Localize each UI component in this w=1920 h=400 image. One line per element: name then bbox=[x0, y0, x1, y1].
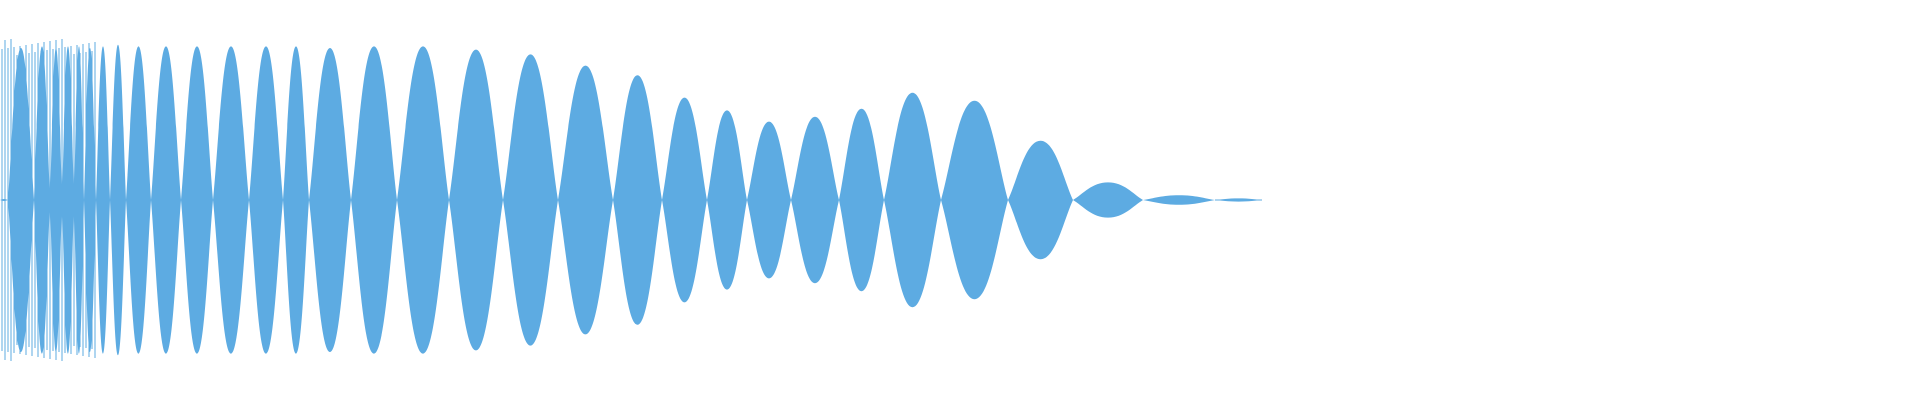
waveform-lobe bbox=[707, 110, 747, 290]
waveform-lobe bbox=[558, 65, 613, 335]
waveform-lobe bbox=[283, 46, 309, 354]
waveform-lobe bbox=[662, 97, 707, 303]
waveform-lobe bbox=[1073, 182, 1143, 218]
waveform-lobe bbox=[34, 46, 50, 354]
waveform-lobe bbox=[839, 108, 884, 292]
waveform-lobe bbox=[1143, 195, 1215, 205]
waveform-lobe bbox=[249, 46, 283, 354]
waveform-lobe bbox=[397, 46, 449, 354]
waveform-lobe bbox=[84, 48, 96, 352]
waveform-lobe bbox=[8, 48, 34, 352]
waveform-lobe bbox=[503, 54, 558, 346]
waveform-lobe bbox=[96, 46, 110, 354]
waveform-lobe bbox=[126, 46, 151, 354]
waveform-lobe bbox=[151, 46, 181, 354]
waveform-lobe bbox=[309, 48, 351, 352]
waveform-lobe bbox=[747, 121, 791, 279]
waveform-lobe bbox=[1008, 140, 1073, 260]
waveform-lobe bbox=[181, 46, 213, 354]
waveform-lobe bbox=[613, 75, 662, 325]
waveform-lobe bbox=[791, 116, 839, 284]
waveform-lobe bbox=[351, 46, 397, 354]
waveform-lobe bbox=[941, 100, 1008, 300]
waveform-lobe bbox=[110, 44, 126, 356]
waveform-lobe bbox=[884, 92, 941, 308]
waveform-lobe bbox=[0, 199, 8, 201]
waveform-lobe bbox=[449, 49, 503, 351]
waveform-lobe bbox=[213, 46, 249, 354]
